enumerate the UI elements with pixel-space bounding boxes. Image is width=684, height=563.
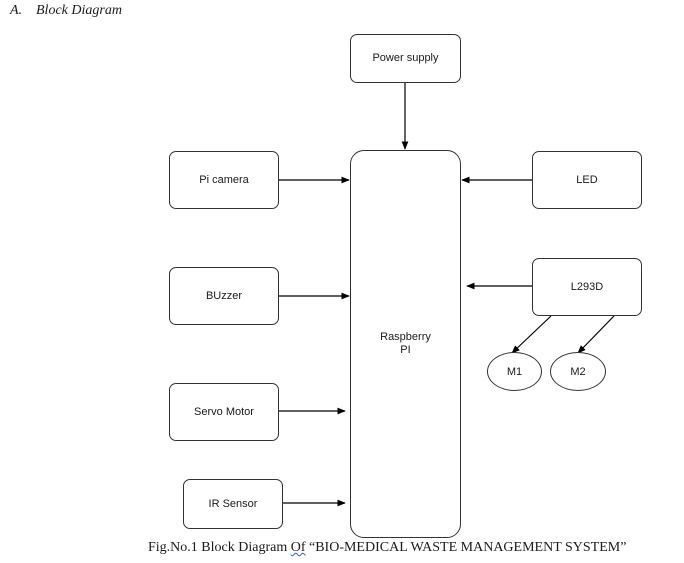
block-power-supply-label: Power supply <box>372 52 439 64</box>
block-ir-sensor-label: IR Sensor <box>208 497 258 510</box>
figure-caption-of: Of <box>290 540 306 555</box>
section-title: Block Diagram <box>36 3 122 18</box>
section-number: A. <box>10 3 23 18</box>
arrow-l293d-to-m1 <box>511 315 552 354</box>
figure-caption: Fig.No.1 Block Diagram Of “BIO-MEDICAL W… <box>148 540 626 556</box>
block-raspberry-pi-label-line1: Raspberry <box>380 331 431 343</box>
block-servo-motor-label: Servo Motor <box>194 405 254 418</box>
block-buzzer: BUzzer <box>169 267 279 325</box>
arrow-l293d-to-m2 <box>577 315 615 354</box>
block-pi-camera: Pi camera <box>169 151 279 209</box>
block-raspberry-pi-label-line2: PI <box>400 344 411 356</box>
block-raspberry-pi: Raspberry PI <box>350 150 461 538</box>
block-motor-m1-label: M1 <box>506 365 523 378</box>
block-motor-m2-label: M2 <box>570 365 586 378</box>
block-buzzer-label: BUzzer <box>205 289 243 302</box>
block-l293d: L293D <box>532 258 642 316</box>
block-servo-motor: Servo Motor <box>169 383 279 441</box>
block-ir-sensor: IR Sensor <box>183 479 283 529</box>
block-led-label: LED <box>576 173 598 186</box>
block-power-supply: Power supply <box>350 34 461 83</box>
block-l293d-label: L293D <box>570 280 604 293</box>
section-heading: A. Block Diagram <box>10 3 122 19</box>
figure-caption-title: “BIO-MEDICAL WASTE MANAGEMENT SYSTEM” <box>305 540 627 555</box>
figure-caption-prefix: Fig.No.1 Block Diagram <box>148 540 291 555</box>
block-led: LED <box>532 151 642 209</box>
block-pi-camera-label: Pi camera <box>199 173 249 186</box>
block-motor-m1: M1 <box>487 352 542 391</box>
block-motor-m2: M2 <box>550 352 606 391</box>
